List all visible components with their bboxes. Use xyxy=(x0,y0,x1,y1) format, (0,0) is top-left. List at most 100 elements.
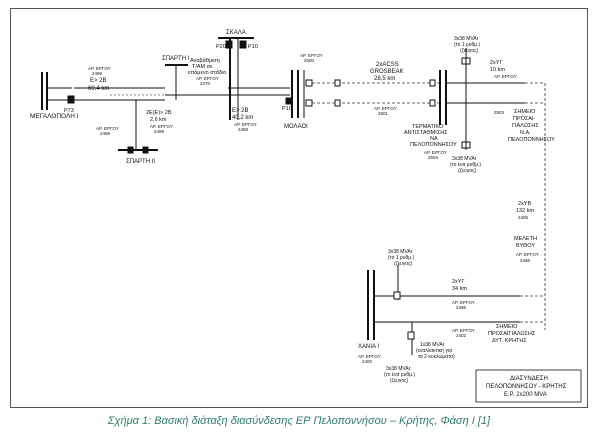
terminal-switches xyxy=(334,79,436,107)
ap-erg-term: ΑΡ. ΕΡΓΟΥ xyxy=(424,150,447,155)
ap-erg-2: ΑΡ. ΕΡΓΟΥ xyxy=(96,126,119,131)
anav-2: Τ/ΑΜ σε xyxy=(192,64,213,70)
line-moloi-terminal xyxy=(312,82,440,104)
ap-erg-term-no: 2504 xyxy=(428,155,439,160)
line-sparti-moloi xyxy=(188,87,290,96)
line-e2b-1: E> 2B xyxy=(90,78,107,84)
line-e2b-2-len: 40,2 km xyxy=(232,115,253,121)
legend-box xyxy=(475,369,582,403)
cap-top-3: (ζεύγος) xyxy=(460,47,479,54)
meleti-1: ΜΕΛΕΤΗ xyxy=(514,236,537,242)
line-2e-2b-len: 2,6 km xyxy=(150,117,167,123)
simeio-1: ΣΗΜΕΙΟ xyxy=(514,109,536,115)
term-2: ΑΝΤΙΣΤΑΘΜΙΣΗΣ xyxy=(404,130,448,136)
ap-erg-moloi-no: 2500 xyxy=(304,58,315,63)
simeio-2: ΠΡΟΣΑΙ- xyxy=(513,116,536,122)
ap-erg-10-no: 2402 xyxy=(456,333,467,338)
line-2xacss: 2xACSS xyxy=(376,62,399,68)
ap-erg-8-no: 2405 xyxy=(518,215,529,220)
reactor-3: τα 2 κυκλώματα) xyxy=(418,353,455,360)
ap-erg-7b-no: 2503 xyxy=(494,110,505,115)
simeio-5: ΠΕΛΟΠΟΝΝΗΣΟΥ xyxy=(508,137,555,143)
p20-label: P20 xyxy=(216,44,226,50)
ap-erg-1-no: 2496 xyxy=(92,71,103,76)
anav-1: Αναβάθμιση xyxy=(190,57,220,64)
ap-erg-9: ΑΡ. ΕΡΓΟΥ xyxy=(452,300,475,305)
term-4: ΠΕΛΟΠΟΝΝΗΣΟΥ xyxy=(410,142,457,148)
ap-erg-anav-no: 2370 xyxy=(200,81,211,86)
ap-erg-chania: ΑΡ. ΕΡΓΟΥ xyxy=(358,354,381,359)
line-2xyb: 2xYB xyxy=(518,201,531,207)
ap-erg-9-no: 2496 xyxy=(456,305,467,310)
moloi-label: ΜΟΛΑΟΙ xyxy=(284,124,308,130)
skala-label: ΣΚΑΛΑ xyxy=(226,30,246,36)
p10b-label: P10 xyxy=(282,106,292,112)
sparti1-label: ΣΠΑΡΤΗ I xyxy=(162,56,190,62)
term-3: ΝΑ xyxy=(430,136,438,142)
reactor-2: (εναλλακτική για xyxy=(416,347,452,354)
line-terminal-landing xyxy=(446,82,525,104)
ap-erg-10: ΑΡ. ΕΡΓΟΥ xyxy=(452,328,475,333)
megalopoli-substation xyxy=(41,72,75,110)
ap-erg-6: ΑΡ. ΕΡΓΟΥ xyxy=(374,106,397,111)
cap-cr-bot-2: (το ένα ρυθμ.) xyxy=(384,371,415,378)
ap-erg-4-no: 2488 xyxy=(238,127,249,132)
line-2e-2b: 2E(E)> 2B xyxy=(146,110,172,116)
cap-bot-1: 3x38 MVAr xyxy=(452,156,477,162)
ap-erg-1: ΑΡ. ΕΡΓΟΥ xyxy=(88,66,111,71)
legend-2: ΠΕΛΟΠΟΝΝΗΣΟΥ - ΚΡΗΤΗΣ xyxy=(486,384,567,390)
ap-erg-4: ΑΡ. ΕΡΓΟΥ xyxy=(234,122,257,127)
line-grosbeak: GROSBEAK xyxy=(370,69,404,75)
cap-cr-1: 3x38 MVAr xyxy=(388,249,413,255)
ap-erg-anav: ΑΡ. ΕΡΓΟΥ xyxy=(196,76,219,81)
chania-dashed xyxy=(520,295,545,323)
simeio-kr-2: ΠΡΟΣΑΙΓΙΑΛΩΣΗΣ xyxy=(488,331,536,337)
p73-label: P73 xyxy=(64,108,74,114)
skala-substation xyxy=(218,37,254,120)
cap-cr-bot-1: 3x38 MVAr xyxy=(386,366,411,372)
p10-label: P10 xyxy=(248,44,258,50)
cap-cr-2: (το 1 ρυθμ.) xyxy=(388,255,415,261)
simeio-3: ΓΙΑΛΩΣΗΣ xyxy=(512,123,539,129)
terminal-compensation xyxy=(439,48,471,150)
legend-1: ΔΙΑΣΥΝΔΕΣΗ xyxy=(510,376,548,382)
cap-top-2: (το 1 ρυθμ.) xyxy=(454,42,481,48)
ap-erg-7: ΑΡ. ΕΡΓΟΥ xyxy=(494,74,517,79)
ap-erg-meleti-no: 2466 xyxy=(520,258,531,263)
line-2xyb-len: 132 km xyxy=(516,208,534,214)
cap-cr-3: (ζεύγος) xyxy=(394,260,413,267)
ap-erg-2-no: 2498 xyxy=(100,131,111,136)
reactor-1: 1x38 MVAr xyxy=(420,342,445,348)
ap-erg-3: ΑΡ. ΕΡΓΟΥ xyxy=(150,124,173,129)
ap-erg-6-no: 2501 xyxy=(378,111,389,116)
line-e2b-2: E> 2B xyxy=(232,108,249,114)
simeio-4: Ν.Α. xyxy=(520,130,531,136)
sparti2-branch xyxy=(118,100,158,154)
meleti-2: ΒΥΘΟΥ xyxy=(516,243,535,249)
line-e2b-1-len: 69,4 km xyxy=(88,86,109,92)
cap-bot-3: (ζεύγος) xyxy=(458,167,477,174)
legend-3: E.P. 2x200 MVA xyxy=(504,392,547,398)
cap-bot-2: (το ένα ρυθμ.) xyxy=(450,161,481,168)
line-2xyg2: 2xYΓ xyxy=(452,279,465,285)
ap-erg-3-no: 2499 xyxy=(154,129,165,134)
cap-top-1: 3x38 MVAr xyxy=(454,36,479,42)
chania-label: ΧΑΝΙΑ I xyxy=(358,344,379,350)
line-2xyg: 2xYΓ xyxy=(490,60,503,66)
sparti1-substation xyxy=(165,64,188,100)
line-2xyg2-len: 34 km xyxy=(452,286,467,292)
line-2xyg-len: 10 km xyxy=(490,67,505,73)
ap-erg-chania-no: 2400 xyxy=(362,359,373,364)
landing-dashed xyxy=(525,82,546,330)
chania-substation xyxy=(367,265,520,355)
simeio-kr-3: ΔΥΤ. ΚΡΗΤΗΣ xyxy=(492,338,527,344)
megalopoli-label: ΜΕΓΑΛΟΠΟΛΗ I xyxy=(30,113,79,120)
moloi-substation xyxy=(285,70,313,118)
simeio-kr-1: ΣΗΜΕΙΟ xyxy=(496,324,518,330)
line-megalopoli-skala xyxy=(74,87,165,101)
anav-3: επόμενο στάδιο xyxy=(188,69,226,76)
sparti2-label: ΣΠΑΡΤΗ II xyxy=(126,159,155,165)
ap-erg-meleti: ΑΡ. ΕΡΓΟΥ xyxy=(516,252,539,257)
ap-erg-moloi: ΑΡ. ΕΡΓΟΥ xyxy=(300,53,323,58)
